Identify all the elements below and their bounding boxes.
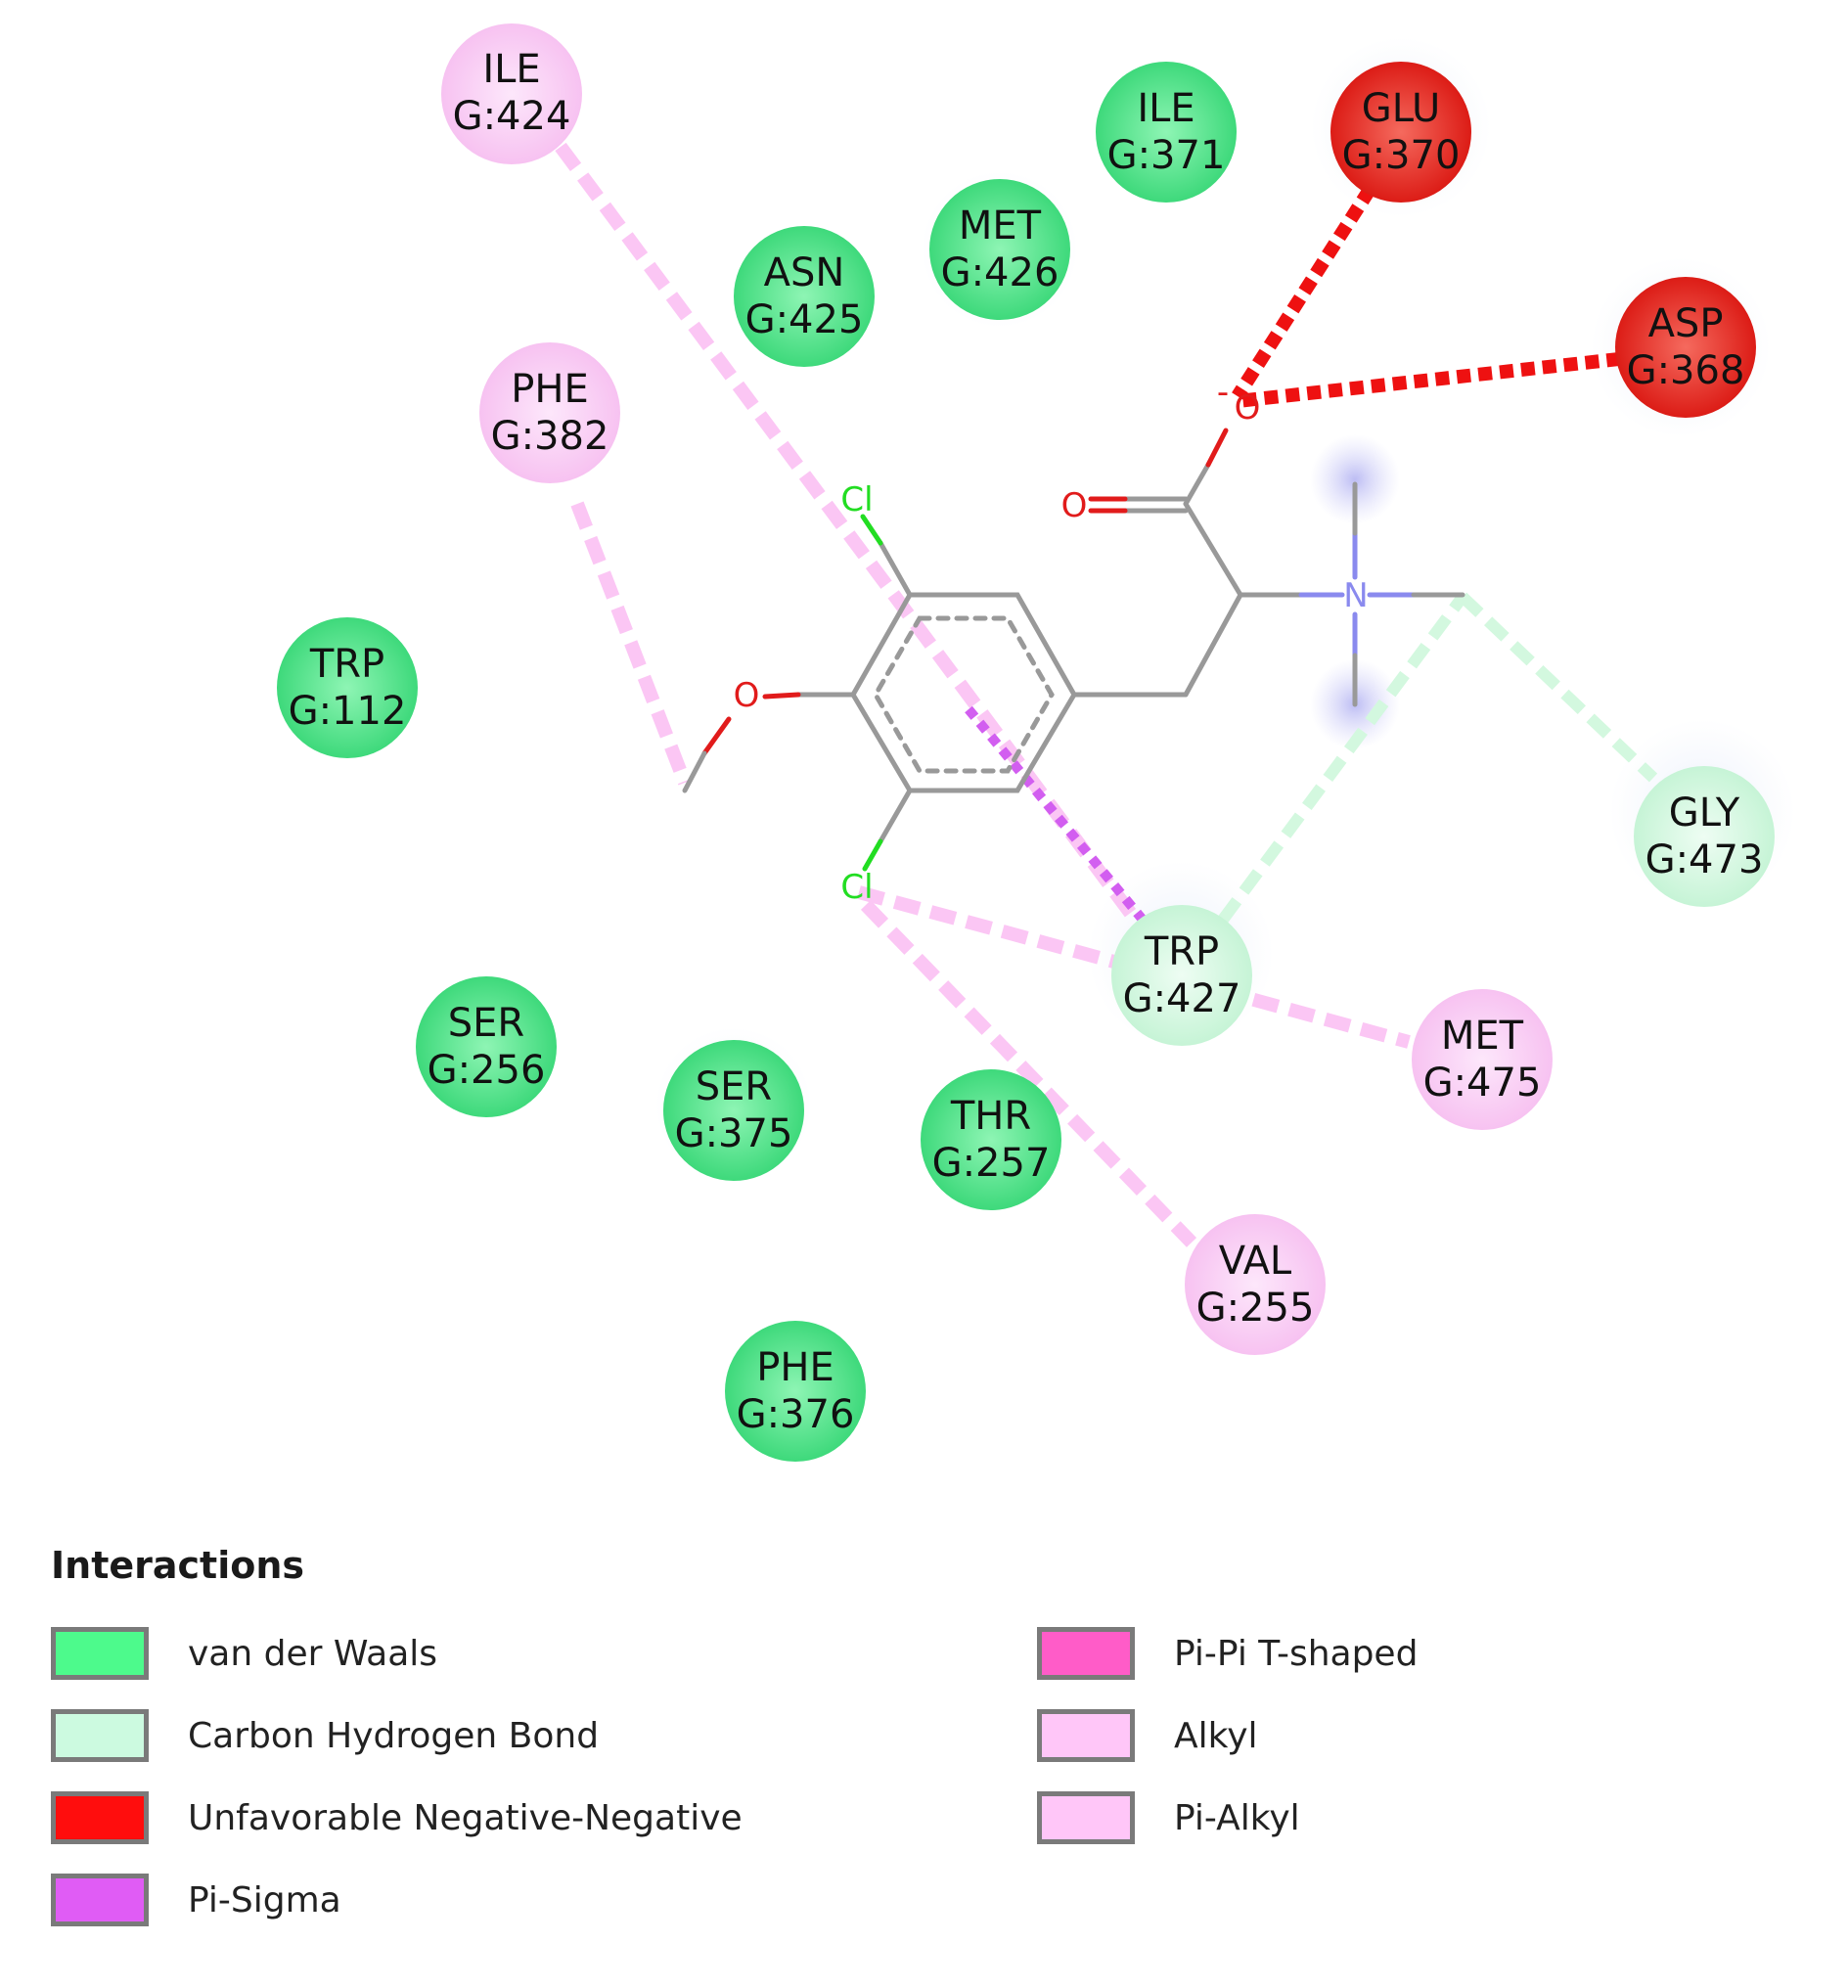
- legend-swatch-unfavorable: [51, 1791, 149, 1844]
- legend-item-pi-pi-t-shaped: Pi-Pi T-shaped: [1037, 1622, 1418, 1685]
- interaction-diagram: O - O O Cl Cl N ILE G:424 ILE G:371 GLU …: [277, 23, 1795, 1462]
- interaction-asp368: [1237, 347, 1664, 408]
- svg-text:G:368: G:368: [1627, 348, 1745, 393]
- svg-text:GLU: GLU: [1362, 86, 1441, 131]
- ligand: [682, 428, 1465, 872]
- residue-gly473: GLY G:473: [1634, 766, 1775, 907]
- residue-val255: VAL G:255: [1185, 1214, 1326, 1355]
- residue-met475: MET G:475: [1412, 989, 1553, 1130]
- legend-swatch-pi-alkyl: [1037, 1791, 1135, 1844]
- svg-text:SER: SER: [696, 1064, 772, 1109]
- svg-text:TRP: TRP: [1144, 929, 1219, 974]
- aromatic-circle: [873, 615, 1055, 774]
- svg-text:G:475: G:475: [1423, 1061, 1542, 1106]
- legend-item-carbon-hydrogen-bond: Carbon Hydrogen Bond: [51, 1704, 599, 1767]
- svg-text:GLY: GLY: [1669, 791, 1740, 836]
- svg-text:PHE: PHE: [756, 1345, 834, 1390]
- interaction-glu370: [1232, 167, 1387, 400]
- legend-swatch-van-der-waals: [51, 1627, 149, 1680]
- atom-cl-bottom: Cl: [840, 868, 873, 907]
- svg-text:ILE: ILE: [1137, 86, 1194, 131]
- svg-text:G:426: G:426: [941, 250, 1059, 295]
- legend-item-unfavorable-negative-negative: Unfavorable Negative-Negative: [51, 1786, 743, 1849]
- svg-text:G:257: G:257: [932, 1141, 1051, 1186]
- atom-o-charge: -: [1217, 373, 1229, 412]
- interaction-trp427-ch: [1218, 593, 1467, 924]
- svg-text:G:256: G:256: [428, 1048, 546, 1093]
- residue-ser375: SER G:375: [663, 1040, 804, 1181]
- svg-text:G:427: G:427: [1123, 976, 1241, 1021]
- residue-ile424: ILE G:424: [441, 23, 582, 164]
- residue-trp112: TRP G:112: [277, 617, 418, 758]
- legend-label: van der Waals: [188, 1633, 438, 1674]
- atom-n: N: [1343, 576, 1368, 615]
- residue-trp427: TRP G:427: [1111, 905, 1252, 1046]
- svg-text:THR: THR: [950, 1094, 1031, 1139]
- legend-swatch-carbon-hydrogen-bond: [51, 1709, 149, 1762]
- legend-label: Pi-Pi T-shaped: [1174, 1633, 1419, 1674]
- svg-text:G:473: G:473: [1645, 837, 1764, 882]
- residue-phe376: PHE G:376: [725, 1321, 866, 1462]
- residue-glu370: GLU G:370: [1330, 62, 1471, 203]
- interaction-ile424: [555, 142, 1149, 934]
- residue-ser256: SER G:256: [416, 976, 557, 1117]
- svg-text:G:376: G:376: [737, 1392, 855, 1437]
- residue-ile371: ILE G:371: [1096, 62, 1237, 203]
- legend-item-alkyl: Alkyl: [1037, 1704, 1258, 1767]
- legend-swatch-alkyl: [1037, 1709, 1135, 1762]
- residues: ILE G:424 ILE G:371 GLU G:370 MET G:426 …: [277, 23, 1775, 1462]
- svg-text:G:255: G:255: [1196, 1286, 1315, 1331]
- residue-phe382: PHE G:382: [479, 342, 620, 483]
- atom-o-carbonyl: O: [1061, 486, 1088, 525]
- legend-label: Unfavorable Negative-Negative: [188, 1797, 743, 1838]
- residue-met426: MET G:426: [929, 179, 1070, 320]
- interaction-phe382: [570, 501, 692, 786]
- legend-label: Carbon Hydrogen Bond: [188, 1715, 600, 1756]
- svg-text:MET: MET: [1441, 1014, 1524, 1059]
- svg-text:SER: SER: [448, 1001, 524, 1046]
- atom-o-negative: O: [1235, 388, 1261, 428]
- svg-text:VAL: VAL: [1219, 1239, 1292, 1284]
- svg-text:G:370: G:370: [1342, 133, 1461, 178]
- interaction-val255: [860, 900, 1197, 1247]
- legend-item-pi-sigma: Pi-Sigma: [51, 1869, 341, 1931]
- svg-text:MET: MET: [959, 203, 1042, 248]
- legend-label: Pi-Sigma: [188, 1879, 341, 1920]
- svg-text:ASN: ASN: [764, 250, 845, 295]
- nitrogen-h-halo-top: [1310, 434, 1400, 524]
- svg-text:G:382: G:382: [491, 414, 609, 459]
- interaction-gly473: [1458, 592, 1658, 783]
- atom-o-methoxy: O: [734, 676, 760, 715]
- legend-swatch-pi-sigma: [51, 1874, 149, 1926]
- svg-text:G:425: G:425: [745, 297, 864, 342]
- svg-text:PHE: PHE: [511, 367, 588, 412]
- residue-asn425: ASN G:425: [734, 226, 875, 367]
- svg-text:ASP: ASP: [1648, 301, 1724, 346]
- residue-asp368: ASP G:368: [1615, 277, 1756, 418]
- legend-label: Alkyl: [1174, 1715, 1258, 1756]
- svg-text:G:371: G:371: [1107, 133, 1226, 178]
- legend-item-van-der-waals: van der Waals: [51, 1622, 437, 1685]
- atom-labels: O - O O Cl Cl N: [734, 373, 1369, 907]
- legend-label: Pi-Alkyl: [1174, 1797, 1300, 1838]
- svg-text:G:375: G:375: [675, 1111, 793, 1156]
- atom-cl-top: Cl: [840, 480, 873, 520]
- svg-text:TRP: TRP: [309, 642, 384, 687]
- legend-title: Interactions: [51, 1544, 305, 1587]
- residue-thr257: THR G:257: [921, 1069, 1061, 1210]
- svg-text:ILE: ILE: [482, 47, 540, 92]
- svg-text:G:424: G:424: [453, 94, 571, 139]
- legend-swatch-pi-pi-t-shaped: [1037, 1627, 1135, 1680]
- svg-text:G:112: G:112: [289, 689, 407, 734]
- legend-item-pi-alkyl: Pi-Alkyl: [1037, 1786, 1300, 1849]
